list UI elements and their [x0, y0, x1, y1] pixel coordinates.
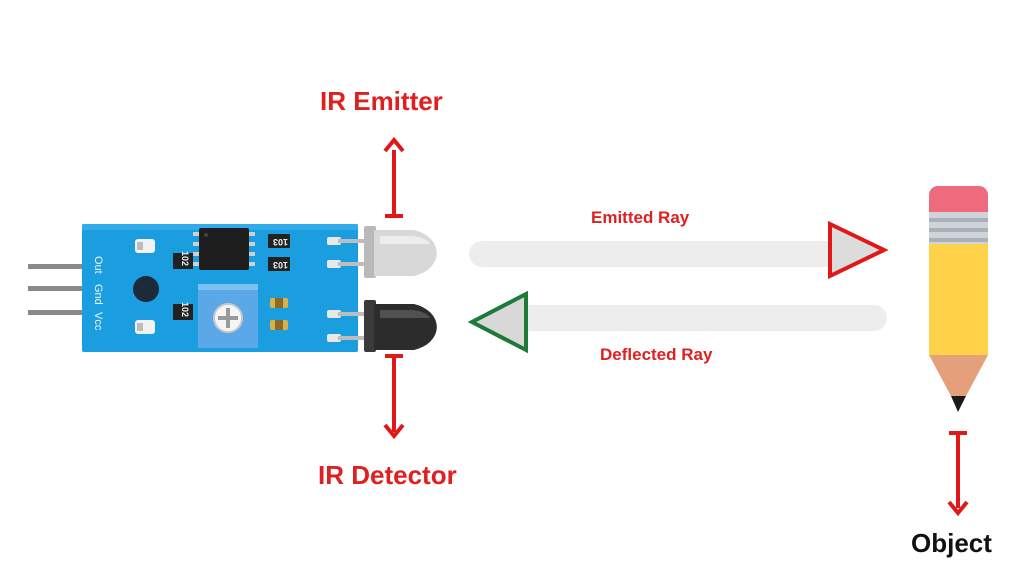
ir-sensor-module-icon: [82, 224, 358, 352]
deflected-ray-label: Deflected Ray: [600, 345, 713, 364]
ir-detector-label: IR Detector: [318, 460, 457, 490]
resistor-1: [173, 253, 193, 269]
resistor-4: [173, 304, 193, 320]
resistor-3: [268, 257, 290, 271]
emitted-ray-arrow-icon: [828, 220, 889, 280]
emitted-ray-label: Emitted Ray: [591, 208, 690, 227]
object-label: Object: [911, 528, 992, 558]
resistor-label-4: 102: [180, 302, 190, 318]
ir-emitter-led: [364, 226, 437, 278]
object-arrow-icon: [947, 431, 969, 517]
detector-arrow-icon: [383, 354, 405, 440]
emitted-ray: [469, 220, 889, 280]
ir-detector-led: [364, 300, 437, 352]
resistor-label-1: 102: [180, 251, 190, 267]
ir-emitter-label: IR Emitter: [320, 86, 443, 116]
potentiometer: [198, 284, 258, 348]
ic-chip: [193, 228, 255, 270]
pin-label-vcc: Vcc: [92, 312, 104, 331]
emitter-arrow-icon: [383, 136, 405, 218]
resistor-2: [268, 234, 290, 248]
pin-label-out: Out: [92, 256, 104, 274]
resistor-label-2: 103: [272, 237, 288, 247]
pin-label-gnd: Gnd: [92, 284, 104, 305]
deflected-ray: [467, 290, 887, 354]
pencil-icon: [929, 186, 988, 412]
deflected-ray-arrow-icon: [467, 290, 528, 354]
resistor-label-3: 103: [272, 260, 288, 270]
